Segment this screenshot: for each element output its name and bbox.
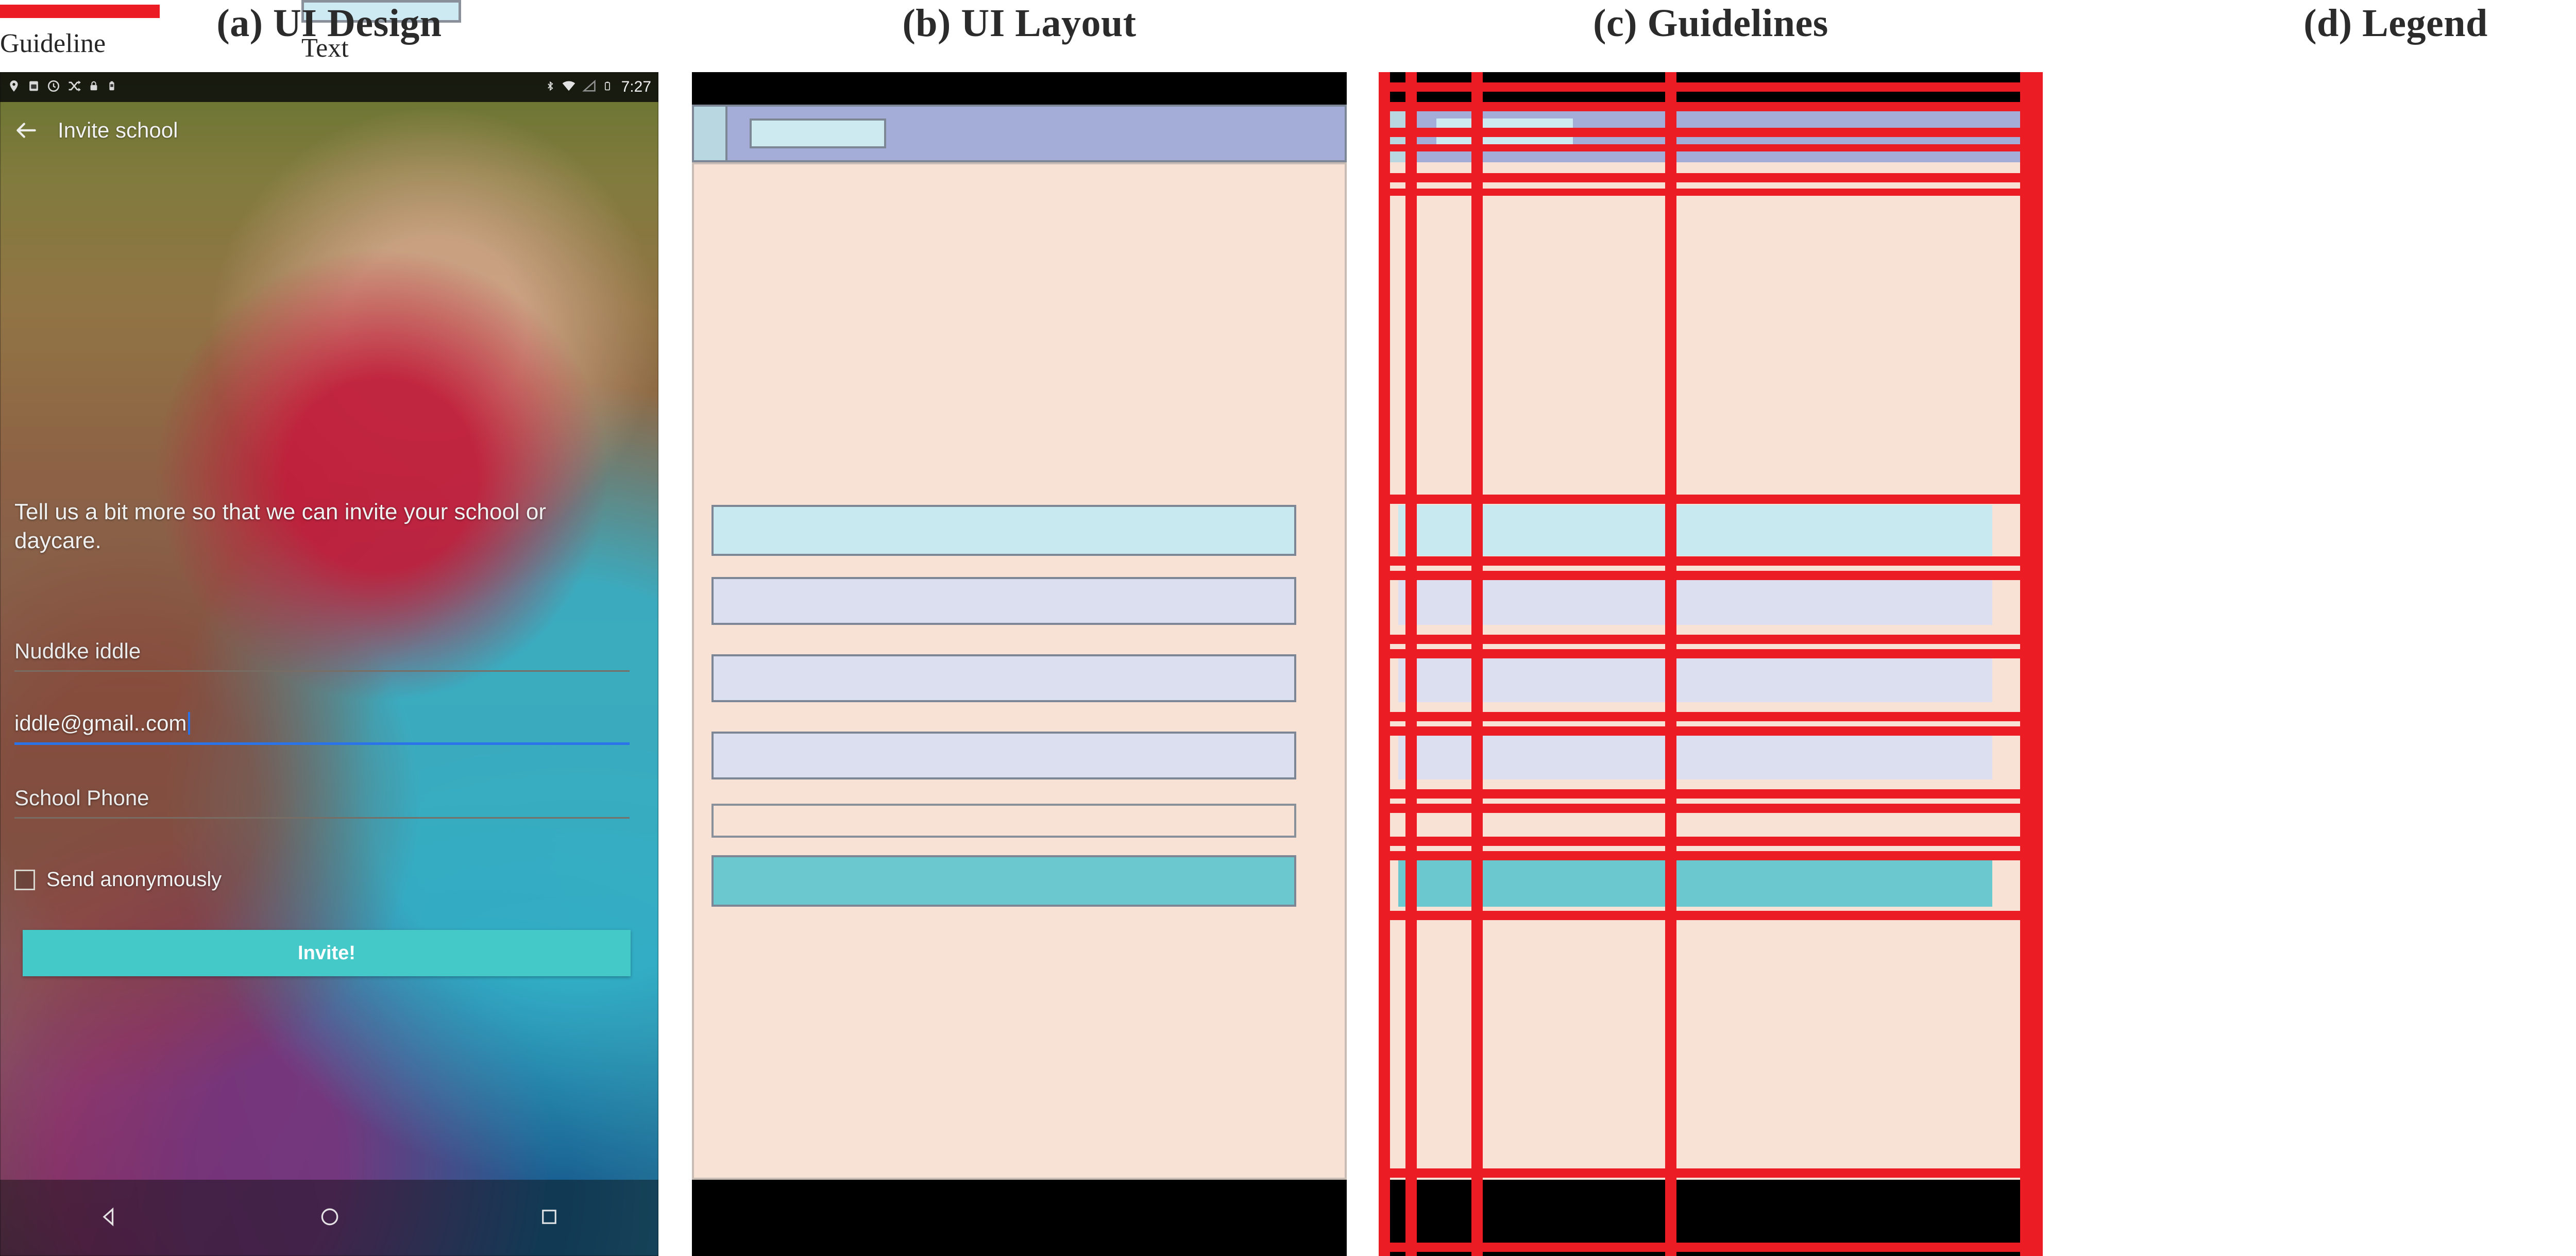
send-anonymously-row[interactable]: Send anonymously xyxy=(14,868,222,891)
guideline-vertical xyxy=(1405,72,1417,1256)
legend-item: Guideline xyxy=(0,0,160,106)
guideline-vertical xyxy=(2031,72,2043,1256)
text-caret xyxy=(188,712,191,735)
ui-layout-panel xyxy=(692,72,1347,1256)
legend-swatch xyxy=(301,0,461,23)
legend-item: Text xyxy=(301,0,461,106)
layout-checkbox-row xyxy=(711,804,1296,838)
layout-navigation-bar-black xyxy=(692,1180,1347,1256)
layout-input-phone xyxy=(711,732,1296,779)
guideline-horizontal xyxy=(1379,173,2043,182)
guideline-horizontal xyxy=(1379,128,2043,137)
status-bar: 7:27 xyxy=(0,72,658,102)
location-icon xyxy=(7,78,21,96)
panel-title-ui-layout: (b) UI Layout xyxy=(902,2,1137,45)
legend-label: Text xyxy=(301,33,349,63)
send-anonymously-checkbox[interactable] xyxy=(14,869,35,890)
sim-card-icon xyxy=(27,79,40,96)
send-anonymously-label: Send anonymously xyxy=(46,868,222,891)
photo-overlay xyxy=(0,72,658,1256)
battery-saver-icon xyxy=(106,79,117,96)
guideline-horizontal xyxy=(1379,1243,2043,1252)
school-phone-placeholder: School Phone xyxy=(14,786,149,810)
guideline-horizontal xyxy=(1379,144,2043,151)
panel-title-ui-design: (a) UI Design xyxy=(216,2,442,45)
guideline-horizontal xyxy=(1379,726,2043,736)
recents-square-icon[interactable] xyxy=(538,1206,560,1230)
guideline-vertical xyxy=(1471,72,1483,1256)
guideline-horizontal xyxy=(1379,712,2043,721)
bluetooth-icon xyxy=(545,78,555,96)
layout-headline-text xyxy=(711,505,1296,556)
battery-icon xyxy=(602,78,613,96)
form-headline: Tell us a bit more so that we can invite… xyxy=(14,499,547,554)
guideline-horizontal xyxy=(1379,102,2043,111)
toolbar-title: Invite school xyxy=(58,118,178,142)
signal-off-icon xyxy=(582,79,597,96)
invite-form: Tell us a bit more so that we can invite… xyxy=(0,72,658,1256)
guideline-vertical xyxy=(1379,72,1390,1256)
school-email-value: iddle@gmail..com xyxy=(14,711,630,742)
guideline-horizontal xyxy=(1379,851,2043,860)
guideline-horizontal xyxy=(1379,635,2043,644)
guideline-horizontal xyxy=(1379,1168,2043,1178)
guideline-horizontal xyxy=(1379,649,2043,658)
school-name-field[interactable]: Nuddke iddle xyxy=(14,639,630,672)
school-phone-field[interactable]: School Phone xyxy=(14,786,630,819)
school-name-value: Nuddke iddle xyxy=(14,639,141,663)
legend-swatch xyxy=(0,5,160,18)
school-phone-underline xyxy=(14,817,630,819)
status-bar-left-icons xyxy=(7,78,545,96)
background-photo xyxy=(0,72,658,1256)
guideline-horizontal xyxy=(1379,837,2043,846)
guide-input-email xyxy=(1398,654,1992,702)
shuffle-icon xyxy=(67,79,81,96)
wifi-icon xyxy=(561,79,577,96)
guideline-horizontal xyxy=(1379,556,2043,566)
lock-icon xyxy=(88,79,99,96)
school-email-field[interactable]: iddle@gmail..com xyxy=(14,711,630,745)
status-bar-right-icons: 7:27 xyxy=(545,78,651,96)
layout-input-name xyxy=(711,577,1296,625)
guide-headline-text xyxy=(1398,505,1992,556)
guideline-horizontal xyxy=(1379,82,2043,92)
guideline-vertical xyxy=(2020,72,2031,1256)
layout-drawer-image xyxy=(692,105,727,162)
guidelines-panel xyxy=(1379,72,2043,1256)
legend-label: Guideline xyxy=(0,29,106,58)
guideline-overlay xyxy=(1379,72,2043,1256)
school-email-underline xyxy=(14,742,630,745)
guideline-vertical xyxy=(1665,72,1676,1256)
invite-button-label: Invite! xyxy=(298,942,355,964)
home-circle-icon[interactable] xyxy=(318,1206,341,1231)
layout-invite-button xyxy=(711,855,1296,907)
clock-icon xyxy=(47,79,60,96)
panel-title-guidelines: (c) Guidelines xyxy=(1593,2,1828,45)
guideline-horizontal xyxy=(1379,189,2043,196)
back-arrow-icon[interactable] xyxy=(13,117,39,143)
panel-title-legend: (d) Legend xyxy=(2303,2,2488,45)
guideline-horizontal xyxy=(1379,911,2043,920)
layout-input-email xyxy=(711,654,1296,702)
guide-input-phone xyxy=(1398,732,1992,779)
guideline-horizontal xyxy=(1379,495,2043,504)
invite-button[interactable]: Invite! xyxy=(23,930,631,976)
app-toolbar: Invite school xyxy=(0,102,658,159)
ui-design-panel: 7:27 Invite school Tell us a bit more so… xyxy=(0,72,658,1256)
back-triangle-icon[interactable] xyxy=(98,1206,121,1231)
android-navigation-bar xyxy=(0,1180,658,1256)
guideline-horizontal xyxy=(1379,571,2043,580)
guide-input-name xyxy=(1398,577,1992,625)
guideline-horizontal xyxy=(1379,789,2043,799)
guide-invite-button xyxy=(1398,855,1992,907)
layout-toolbar-text xyxy=(750,118,886,148)
school-name-underline xyxy=(14,670,630,672)
guideline-horizontal xyxy=(1379,804,2043,813)
status-bar-clock: 7:27 xyxy=(621,78,651,95)
layout-status-bar-black xyxy=(692,72,1347,105)
